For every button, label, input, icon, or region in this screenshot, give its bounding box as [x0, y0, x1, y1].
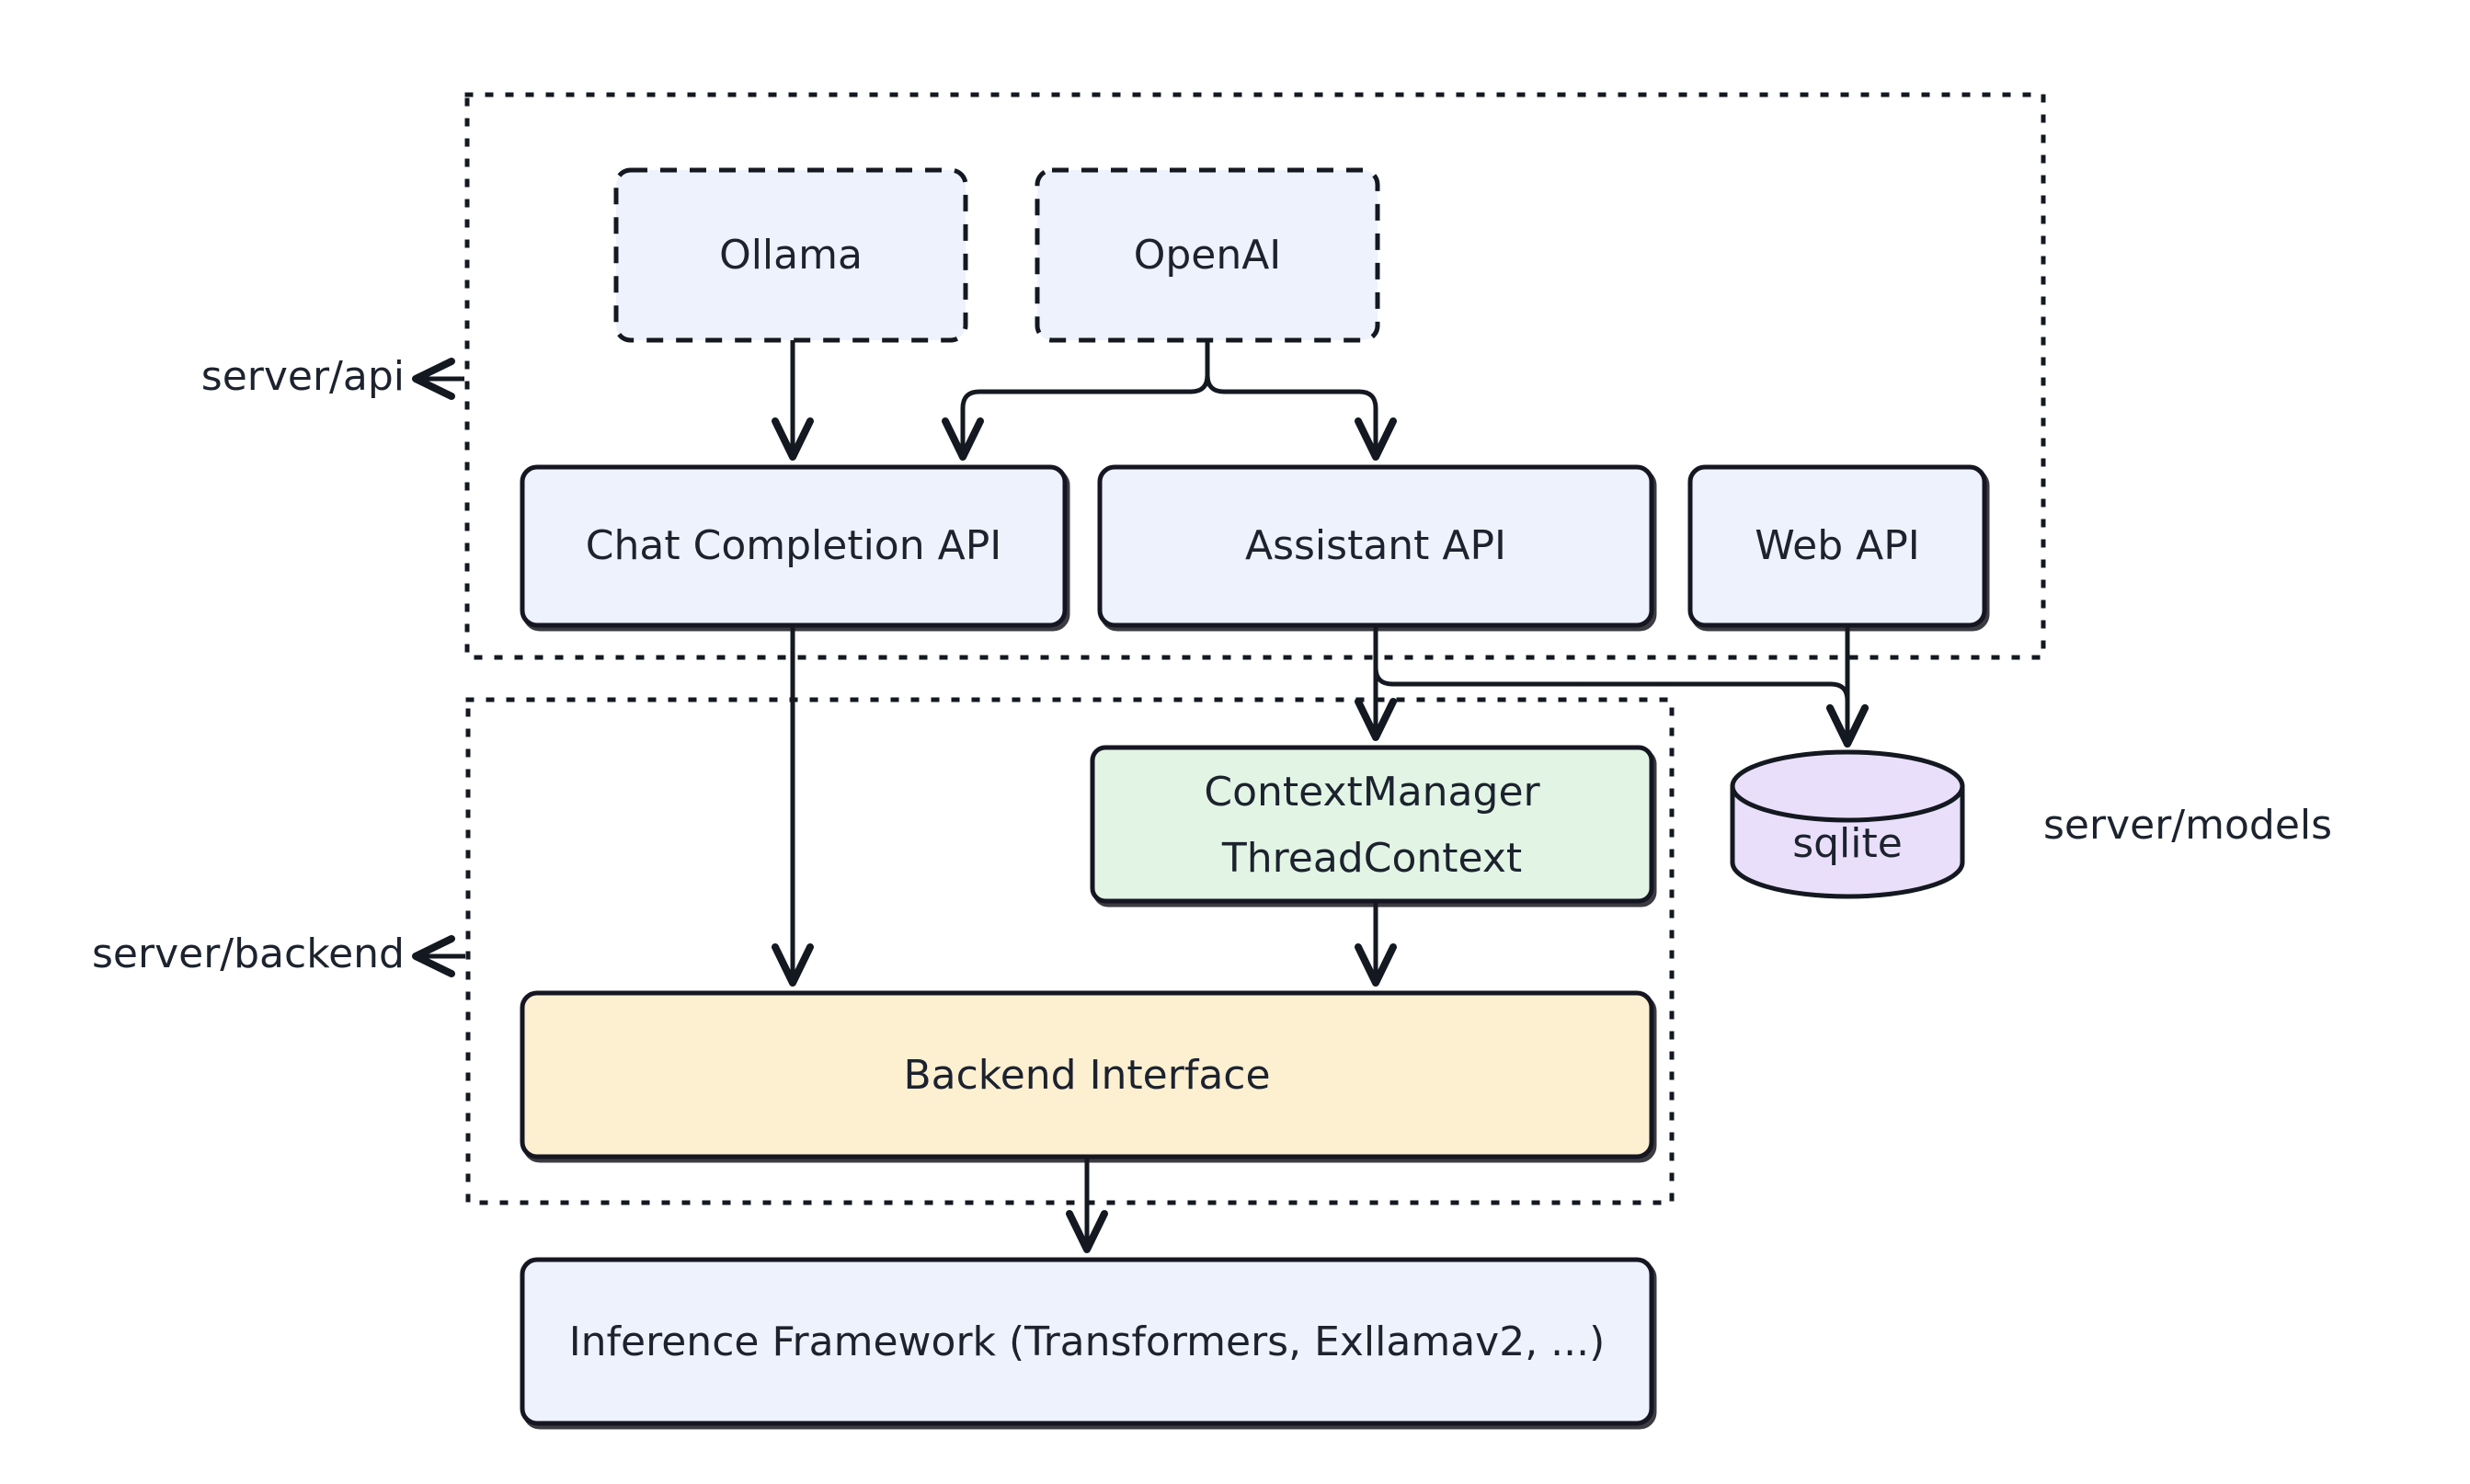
node-inference-framework[interactable]: Inference Framework (Transformers, Exlla…: [520, 1257, 1654, 1426]
node-ollama[interactable]: Ollama: [613, 167, 968, 343]
group-label-api-text: server/api: [201, 353, 405, 400]
node-backend-interface[interactable]: Backend Interface: [520, 990, 1654, 1159]
node-assistant-api[interactable]: Assistant API: [1097, 464, 1654, 628]
node-sqlite-top-ellipse: [1730, 749, 1965, 823]
node-chat-completion-api[interactable]: Chat Completion API: [520, 464, 1068, 628]
node-web-api[interactable]: Web API: [1687, 464, 1987, 628]
node-openai[interactable]: OpenAI: [1035, 167, 1380, 343]
node-context-manager[interactable]: ContextManager ThreadContext: [1090, 745, 1654, 904]
edge-openai-to-assistant-api: [1205, 340, 1397, 462]
node-backend-interface-label: Backend Interface: [903, 1052, 1270, 1099]
group-label-server-api: server/api: [201, 353, 464, 400]
group-label-backend-text: server/backend: [92, 930, 405, 977]
node-context-manager-label-line2: ThreadContext: [1221, 835, 1522, 882]
node-backend-interface-shape: [520, 990, 1654, 1159]
node-context-manager-shape: [1090, 745, 1654, 904]
group-label-server-backend: server/backend: [92, 930, 465, 977]
node-web-api-label: Web API: [1755, 522, 1920, 569]
node-chat-completion-api-shape: [520, 464, 1068, 628]
node-openai-shape: [1035, 167, 1380, 343]
group-box-server-backend: [465, 697, 1675, 1205]
node-chat-completion-api-label: Chat Completion API: [586, 522, 1001, 569]
node-assistant-api-shape: [1097, 464, 1654, 628]
node-ollama-shape: [613, 167, 968, 343]
edge-openai-to-chat-completion-api: [942, 340, 1210, 462]
group-label-server-models: server/models: [2043, 802, 2332, 849]
node-inference-framework-label: Inference Framework (Transformers, Exlla…: [569, 1318, 1606, 1365]
node-sqlite[interactable]: sqlite: [1730, 749, 1965, 899]
node-openai-label: OpenAI: [1134, 232, 1282, 279]
edge-assistant-api-to-sqlite: [1373, 625, 1869, 748]
node-inference-framework-shape: [520, 1257, 1654, 1426]
node-web-api-shape: [1687, 464, 1987, 628]
node-sqlite-label: sqlite: [1792, 820, 1903, 867]
node-assistant-api-label: Assistant API: [1245, 522, 1506, 569]
node-context-manager-label-line1: ContextManager: [1204, 769, 1540, 816]
node-ollama-label: Ollama: [719, 232, 863, 279]
group-box-server-api: [464, 92, 2046, 660]
